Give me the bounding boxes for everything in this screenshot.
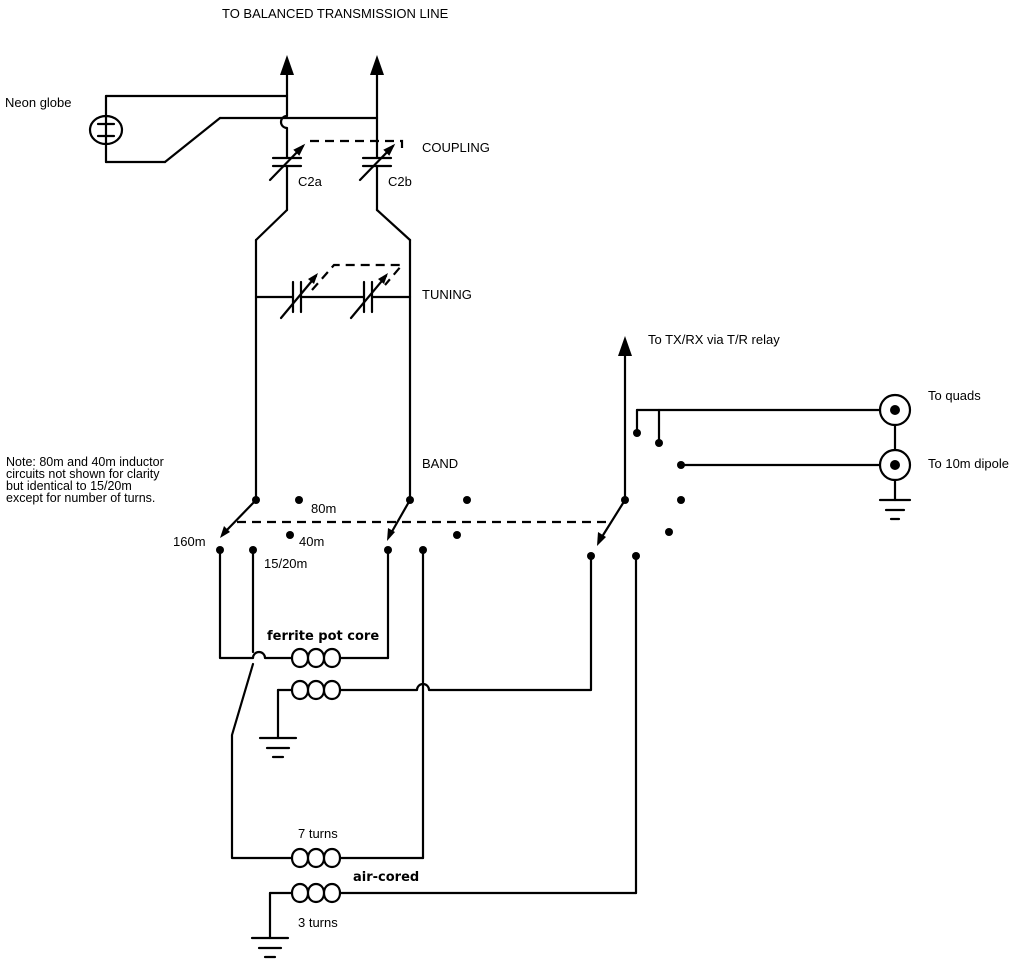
output-line-b (370, 55, 384, 160)
band-80m-label: 80m (311, 501, 336, 516)
output-line-a (279, 55, 294, 160)
band-label: BAND (422, 456, 458, 471)
neon-globe-label: Neon globe (5, 95, 72, 110)
coax-ground (878, 423, 912, 521)
coupling-capacitor-c2a (268, 143, 306, 212)
coax-connector-quads (878, 393, 912, 427)
dipole-label: To 10m dipole (928, 456, 1009, 471)
title-label: TO BALANCED TRANSMISSION LINE (222, 6, 449, 21)
tuning-label: TUNING (422, 287, 472, 302)
ferrite-transformer (218, 548, 593, 860)
note-line-3: but identical to 15/20m (6, 479, 132, 493)
tuning-capacitor (254, 263, 412, 320)
coupling-gang-link (310, 139, 404, 150)
tuner-frame (254, 208, 412, 502)
antenna-switch (587, 336, 882, 560)
note-line-4: except for number of turns. (6, 491, 155, 505)
note-line-1: Note: 80m and 40m inductor (6, 455, 164, 469)
quads-label: To quads (928, 388, 981, 403)
band-40m-label: 40m (299, 534, 324, 549)
aircored-label: air-cored (353, 870, 419, 885)
ferrite-label: ferrite pot core (267, 629, 379, 644)
turns7-label: 7 turns (298, 826, 338, 841)
band-1520m-label: 15/20m (264, 556, 307, 571)
coupling-capacitor-c2b (358, 143, 396, 212)
neon-globe (88, 94, 379, 164)
coax-connector-dipole (878, 448, 912, 482)
turns3-label: 3 turns (298, 915, 338, 930)
band-switch (216, 496, 612, 554)
c2a-label: C2a (298, 174, 323, 189)
note-line-2: circuits not shown for clarity (6, 467, 160, 481)
band-160m-label: 160m (173, 534, 206, 549)
txrx-label: To TX/RX via T/R relay (648, 332, 780, 347)
coupling-label: COUPLING (422, 140, 490, 155)
c2b-label: C2b (388, 174, 412, 189)
air-cored-transformer (250, 548, 638, 959)
